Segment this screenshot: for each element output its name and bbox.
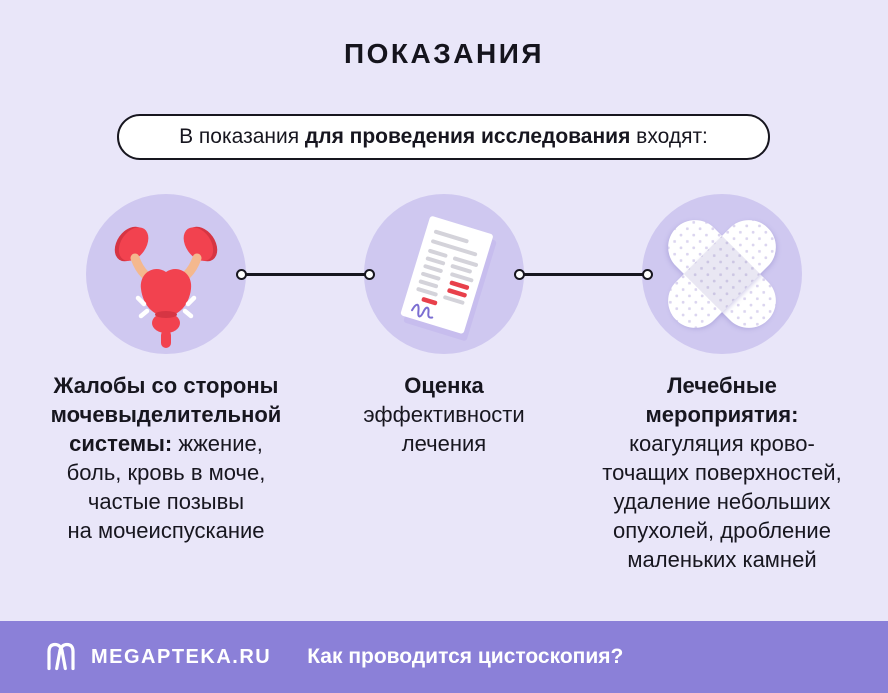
banner-text-suffix: входят: [630,125,708,148]
footer-caption: Как проводится цистоскопия? [307,645,624,668]
footer-bar: MEGAPTEKA.RU Как проводится цистоскопия? [0,621,888,693]
connector-node [641,268,653,280]
banner-text-prefix: В показания [179,125,305,148]
step-1-icon-circle [86,194,246,354]
step-2-icon-circle [364,194,524,354]
step-1-text-bold: Жалобы со стороны мочевыделительной сист… [50,373,282,456]
crossed-bandages-icon [642,194,802,354]
urinary-system-icon [114,226,218,348]
page-title: ПОКАЗАНИЯ [344,38,544,69]
step-3-text-bold: Лечебные мероприятия: [645,373,799,427]
step-2-text-rest: эффективности лечения [363,402,525,456]
connector-node [513,268,525,280]
step-3-text-rest: коагуляция крово- точащих поверхностей, … [602,431,842,572]
medical-report-icon [400,216,497,341]
step-1-text-rest: жжение, боль, кровь в моче, частые позыв… [66,431,266,543]
step-3-text: Лечебные мероприятия: коагуляция крово- … [578,371,866,574]
connector-line [241,272,369,276]
connector-node [235,268,247,280]
step-3-icon-circle [642,194,802,354]
connector-node [363,268,375,280]
step-2-text: Оценка эффективности лечения [300,371,588,458]
step-2-text-bold: Оценка [404,373,484,398]
megapteka-logo-icon [47,642,75,671]
brand-name: MEGAPTEKA.RU [91,645,272,668]
step-1-text: Жалобы со стороны мочевыделительной сист… [22,371,310,545]
banner-text-bold: для проведения исследования [304,125,631,148]
indications-banner: В показания для проведения исследования … [117,114,770,160]
connector-line [519,272,647,276]
